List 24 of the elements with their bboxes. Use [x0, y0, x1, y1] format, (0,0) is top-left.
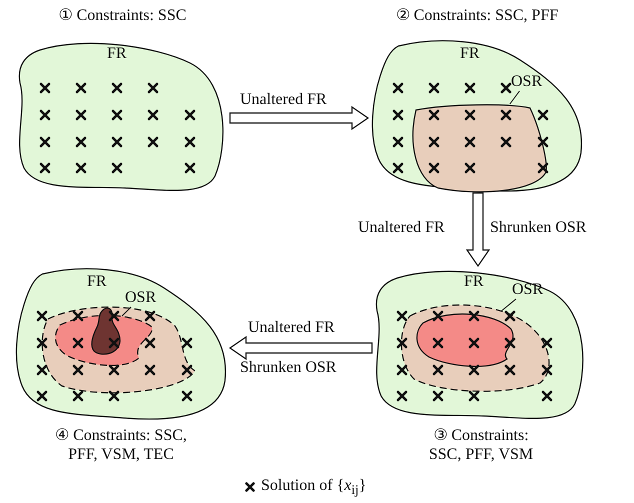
leader-line [509, 90, 520, 104]
solution-region [90, 307, 122, 357]
hollow-arrow [466, 192, 490, 268]
panel-title: ① Constraints: SSC [58, 6, 188, 25]
region-label: FR [87, 272, 107, 291]
hollow-arrow [228, 336, 373, 360]
panel-title: ③ Constraints: SSC, PFF, VSM [428, 426, 534, 464]
region-label: OSR [125, 288, 156, 307]
leader-line [500, 298, 516, 312]
region-label: OSR [511, 72, 542, 91]
edge-label: Unaltered FR [248, 318, 335, 337]
region-label: FR [460, 44, 480, 63]
panel-title: ④ Constraints: SSC, PFF, VSM, TEC [54, 426, 188, 464]
legend-text: Solution of {x$_{ij}$} [261, 476, 366, 500]
panel-title: ② Constraints: SSC, PFF [394, 6, 560, 25]
region-label: OSR [512, 280, 544, 299]
edge-label: Unaltered FR [240, 90, 327, 109]
leader-line [122, 306, 132, 317]
edge-label: Unaltered FR [358, 218, 445, 237]
hollow-arrow [229, 106, 370, 130]
region-label: FR [107, 44, 127, 63]
transition-label: Shrunken OSR [240, 358, 336, 377]
transition-label: Shrunken OSR [490, 218, 586, 237]
region-label: FR [464, 272, 484, 291]
